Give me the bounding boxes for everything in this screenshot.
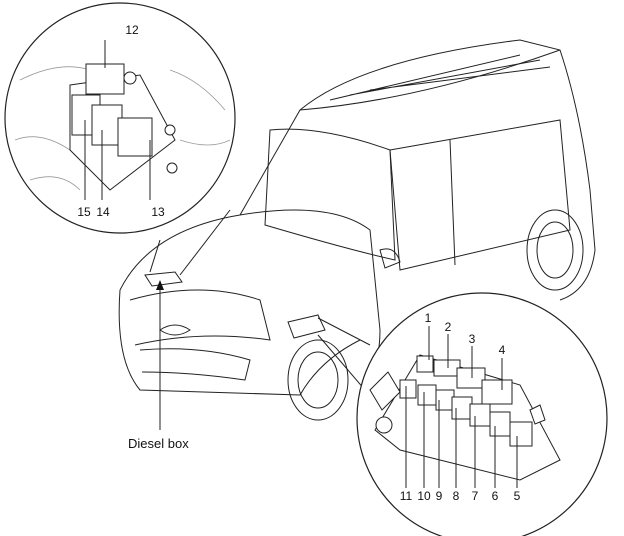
diesel-box-marker xyxy=(144,271,183,287)
label-relay-14: 14 xyxy=(96,205,110,219)
engine-fuse-box-marker xyxy=(287,314,326,339)
label-fuse-11: 11 xyxy=(400,489,413,503)
engine-fuse-box-inset xyxy=(356,292,608,536)
label-fuse-4: 4 xyxy=(499,343,506,357)
label-fuse-5: 5 xyxy=(514,489,521,503)
label-fuse-8: 8 xyxy=(453,489,460,503)
label-fuse-10: 10 xyxy=(417,489,431,503)
label-fuse-6: 6 xyxy=(492,489,499,503)
label-relay-13: 13 xyxy=(151,205,165,219)
label-fuse-1: 1 xyxy=(425,311,432,325)
label-fuse-7: 7 xyxy=(472,489,479,503)
diesel-box-label: Diesel box xyxy=(128,436,189,451)
diesel-box-inset xyxy=(4,2,236,234)
label-fuse-3: 3 xyxy=(469,332,476,346)
label-relay-15: 15 xyxy=(77,205,91,219)
label-fuse-2: 2 xyxy=(445,320,452,334)
label-fuse-9: 9 xyxy=(436,489,443,503)
label-relay-12: 12 xyxy=(125,23,139,37)
